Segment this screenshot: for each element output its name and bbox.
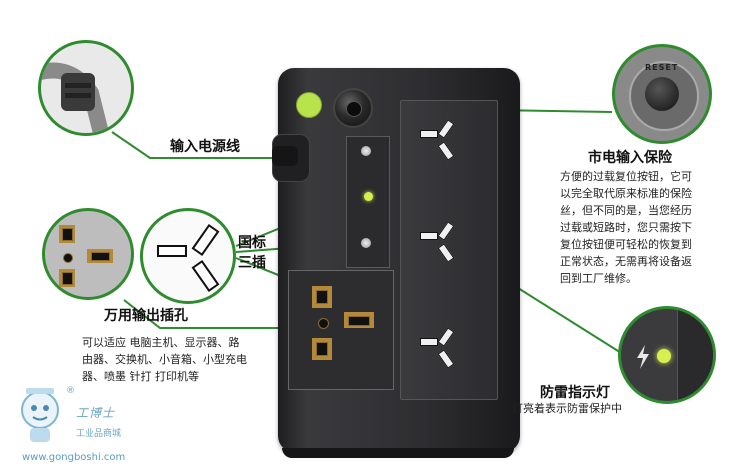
label-gb-line1: 国标 xyxy=(238,235,266,251)
surge-led-indicator xyxy=(364,192,373,201)
ups-foot xyxy=(282,448,514,458)
line-uni xyxy=(123,299,300,329)
cord-closeup-icon xyxy=(41,62,109,133)
label-input-cord: 输入电源线 xyxy=(170,139,240,155)
watermark-registered: ® xyxy=(66,386,75,396)
callout-universal-circle xyxy=(42,208,134,300)
watermark-brand: 工博士 xyxy=(76,406,116,420)
callout-cord-circle xyxy=(38,40,134,136)
surge-led-description: 灯亮着表示防雷保护中 xyxy=(512,402,622,415)
gb-socket-3 xyxy=(418,326,458,369)
reset-text: RESET xyxy=(645,63,679,72)
callout-led-circle xyxy=(618,306,716,404)
green-sticker xyxy=(296,92,322,118)
label-mains-fuse: 市电输入保险 xyxy=(588,150,672,166)
gb-socket-2 xyxy=(418,220,458,263)
gb-socket-1 xyxy=(418,118,458,161)
mascot-icon xyxy=(21,388,59,442)
line-cord xyxy=(111,131,296,159)
screw-top xyxy=(361,146,371,156)
lightning-icon xyxy=(637,345,649,369)
reset-button[interactable] xyxy=(333,88,373,128)
callout-reset-circle: RESET xyxy=(612,44,712,144)
universal-outlet xyxy=(302,282,382,376)
led-closeup xyxy=(657,349,671,363)
screw-bottom xyxy=(361,238,371,248)
label-surge-led: 防雷指示灯 xyxy=(540,385,610,401)
label-gb-line2: 三插 xyxy=(238,255,266,271)
universal-description: 可以适应 电脑主机、显示器、路 由器、交换机、小音箱、小型充电 器、喷墨 针打 … xyxy=(82,336,247,383)
label-universal-outlet: 万用输出插孔 xyxy=(104,308,188,324)
universal-socket-panel xyxy=(288,270,394,390)
reset-knob[interactable] xyxy=(645,77,679,111)
fuse-description: 方便的过载复位按钮，它可 以完全取代原来标准的保险 丝，但不同的是，当您经历 过… xyxy=(560,170,692,285)
center-panel xyxy=(346,136,390,268)
callout-gb-circle xyxy=(140,208,236,304)
watermark-sub: 工业品商城 xyxy=(76,429,122,439)
power-cord xyxy=(272,146,298,166)
watermark-url: www.gongboshi.com xyxy=(22,452,126,463)
